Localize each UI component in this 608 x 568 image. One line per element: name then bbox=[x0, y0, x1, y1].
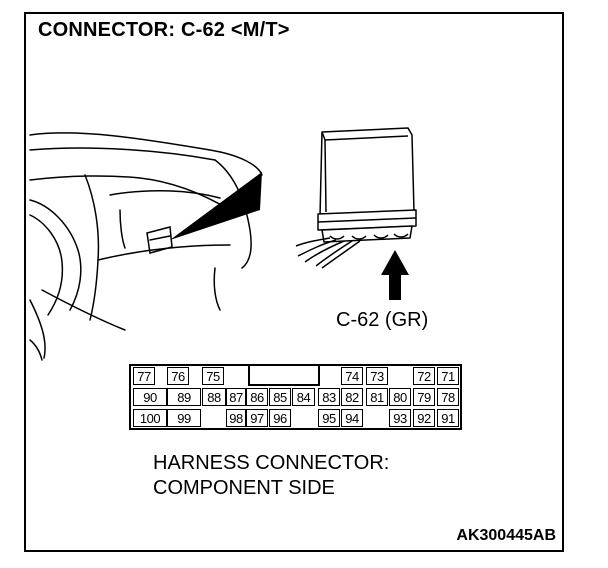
pin-98: 98 bbox=[226, 409, 246, 427]
pin-84: 84 bbox=[292, 388, 315, 406]
pin-77: 77 bbox=[133, 367, 155, 385]
pin-75: 75 bbox=[202, 367, 224, 385]
pin-91: 91 bbox=[437, 409, 459, 427]
pin-78: 78 bbox=[437, 388, 459, 406]
connector-key-slot bbox=[248, 364, 320, 386]
pin-83: 83 bbox=[318, 388, 340, 406]
pin-92: 92 bbox=[413, 409, 435, 427]
harness-caption: HARNESS CONNECTOR: COMPONENT SIDE bbox=[153, 451, 389, 501]
pin-73: 73 bbox=[366, 367, 388, 385]
pin-93: 93 bbox=[389, 409, 411, 427]
pin-71: 71 bbox=[437, 367, 459, 385]
pin-95: 95 bbox=[318, 409, 340, 427]
pin-80: 80 bbox=[389, 388, 411, 406]
pin-99: 99 bbox=[167, 409, 201, 427]
pin-74: 74 bbox=[341, 367, 363, 385]
harness-caption-line2: COMPONENT SIDE bbox=[153, 477, 335, 499]
pin-81: 81 bbox=[366, 388, 388, 406]
pin-82: 82 bbox=[341, 388, 363, 406]
arrow-up-icon bbox=[381, 250, 409, 300]
pin-85: 85 bbox=[269, 388, 291, 406]
diagram-frame bbox=[24, 12, 564, 552]
pin-96: 96 bbox=[269, 409, 291, 427]
pin-97: 97 bbox=[246, 409, 268, 427]
pin-76: 76 bbox=[167, 367, 189, 385]
connector-label: C-62 (GR) bbox=[336, 309, 429, 331]
pin-90: 90 bbox=[133, 388, 167, 406]
pin-89: 89 bbox=[167, 388, 201, 406]
diagram-title: CONNECTOR: C-62 <M/T> bbox=[38, 19, 290, 41]
figure-code: AK300445AB bbox=[456, 527, 556, 544]
pin-72: 72 bbox=[413, 367, 435, 385]
dashboard-illustration bbox=[29, 132, 263, 361]
connector-module bbox=[295, 127, 417, 269]
callout-pointer bbox=[170, 172, 262, 240]
harness-caption-line1: HARNESS CONNECTOR: bbox=[153, 452, 390, 474]
pin-100: 100 bbox=[133, 409, 167, 427]
pin-88: 88 bbox=[202, 388, 226, 406]
pin-94: 94 bbox=[341, 409, 363, 427]
pin-79: 79 bbox=[413, 388, 435, 406]
pin-87: 87 bbox=[226, 388, 246, 406]
pin-86: 86 bbox=[246, 388, 268, 406]
